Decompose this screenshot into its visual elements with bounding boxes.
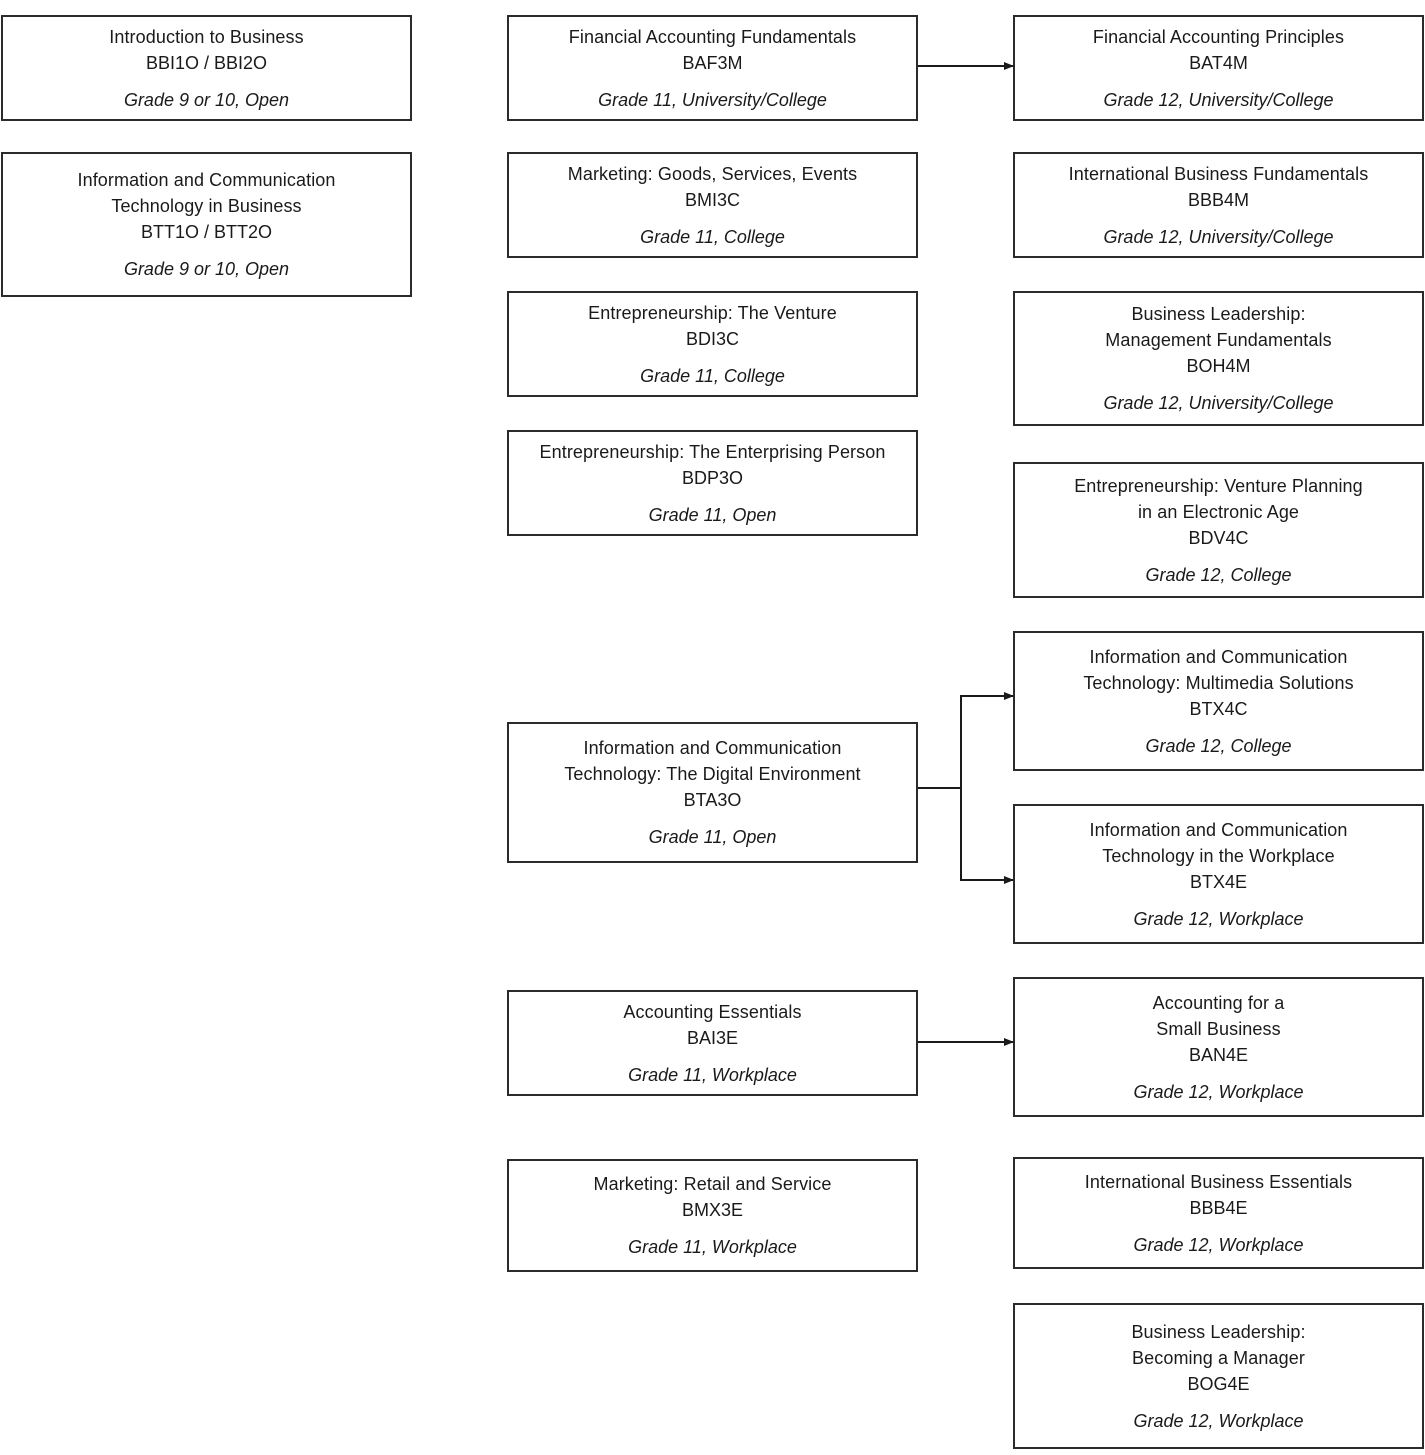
course-code: BAN4E <box>1188 1044 1249 1065</box>
course-title: Financial Accounting Principles <box>1093 24 1344 50</box>
course-code: BMI3C <box>684 189 740 210</box>
course-title: Information and Communication Technology… <box>564 735 860 787</box>
course-title-line: Introduction to Business <box>109 26 304 47</box>
course-title: Business Leadership: Becoming a Manager <box>1131 1319 1305 1371</box>
course-title-line: Business Leadership: <box>1131 304 1306 324</box>
course-grade: Grade 12, Workplace <box>1133 908 1304 929</box>
course-title-line: Entrepreneurship: The Venture <box>588 302 837 323</box>
course-title: Marketing: Retail and Service <box>593 1171 831 1197</box>
course-title-line: Information and Communication <box>1089 646 1348 667</box>
course-box-bbb4e: International Business Essentials BBB4E … <box>1013 1157 1424 1269</box>
course-title-line: Information and Communication <box>583 738 842 758</box>
course-code: BAT4M <box>1189 52 1248 73</box>
course-box-bdp3o: Entrepreneurship: The Enterprising Perso… <box>507 430 918 536</box>
course-code: BDI3C <box>685 328 739 349</box>
course-grade: Grade 12, College <box>1145 735 1292 756</box>
course-code: BBB4M <box>1187 189 1250 210</box>
course-title: Information and Communication Technology… <box>1089 817 1347 869</box>
course-title-line: Technology: Multimedia Solutions <box>1083 672 1354 693</box>
course-title-line: International Business Fundamentals <box>1068 163 1369 184</box>
course-title-line: Information and Communication <box>77 170 336 190</box>
course-title: Introduction to Business <box>109 24 304 50</box>
course-title: Accounting Essentials <box>623 999 801 1025</box>
course-box-bat4m: Financial Accounting Principles BAT4M Gr… <box>1013 15 1424 121</box>
course-code: BAF3M <box>682 52 743 73</box>
course-title: International Business Essentials <box>1085 1169 1352 1195</box>
course-code: BDP3O <box>681 467 744 488</box>
course-grade: Grade 11, Workplace <box>628 1237 797 1257</box>
course-grade: Grade 11, Workplace <box>628 1064 797 1085</box>
course-box-btx4e: Information and Communication Technology… <box>1013 804 1424 944</box>
course-code: BTX4E <box>1189 871 1248 892</box>
course-grade: Grade 9 or 10, Open <box>123 259 290 279</box>
course-title: Marketing: Goods, Services, Events <box>568 161 858 187</box>
course-title: International Business Fundamentals <box>1069 161 1369 187</box>
course-title-line: Information and Communication <box>1089 819 1348 840</box>
course-code: BMX3E <box>681 1200 744 1220</box>
course-title-line: Business Leadership: <box>1131 1321 1306 1342</box>
course-grade: Grade 12, University/College <box>1103 89 1334 110</box>
course-code: BTA3O <box>683 790 742 810</box>
course-title-line: Entrepreneurship: Venture Planning <box>1074 475 1363 496</box>
course-grade: Grade 11, Open <box>648 827 777 847</box>
course-grade: Grade 11, College <box>640 365 785 386</box>
course-code: BBB4E <box>1189 1197 1248 1218</box>
course-title-line: International Business Essentials <box>1084 1171 1353 1192</box>
course-box-btt: Information and Communication Technology… <box>1 152 412 297</box>
course-grade: Grade 12, Workplace <box>1133 1234 1304 1255</box>
course-title-line: Technology: The Digital Environment <box>564 764 861 784</box>
course-grade: Grade 12, College <box>1145 564 1292 585</box>
course-title-line: Small Business <box>1156 1018 1281 1039</box>
course-box-btx4c: Information and Communication Technology… <box>1013 631 1424 771</box>
course-code: BOH4M <box>1186 356 1251 376</box>
course-title: Accounting for a Small Business <box>1153 990 1285 1042</box>
course-code: BOG4E <box>1187 1373 1250 1394</box>
course-grade: Grade 12, University/College <box>1103 226 1334 247</box>
course-title: Entrepreneurship: The Enterprising Perso… <box>540 439 886 465</box>
course-box-baf3m: Financial Accounting Fundamentals BAF3M … <box>507 15 918 121</box>
course-box-bmi3c: Marketing: Goods, Services, Events BMI3C… <box>507 152 918 258</box>
course-grade: Grade 12, University/College <box>1103 393 1334 413</box>
course-grade: Grade 11, Open <box>648 504 777 525</box>
course-title-line: Marketing: Goods, Services, Events <box>567 163 858 184</box>
course-code: BTX4C <box>1189 698 1248 719</box>
course-box-ban4e: Accounting for a Small Business BAN4E Gr… <box>1013 977 1424 1117</box>
course-title-line: Accounting for a <box>1152 992 1285 1013</box>
course-box-bbb4m: International Business Fundamentals BBB4… <box>1013 152 1424 258</box>
course-title: Entrepreneurship: The Venture <box>588 300 837 326</box>
course-code: BDV4C <box>1188 527 1249 548</box>
course-box-boh4m: Business Leadership: Management Fundamen… <box>1013 291 1424 426</box>
course-title-line: Financial Accounting Principles <box>1092 26 1345 47</box>
course-box-bdv4c: Entrepreneurship: Venture Planning in an… <box>1013 462 1424 598</box>
course-grade: Grade 11, University/College <box>598 89 827 110</box>
course-title: Information and Communication Technology… <box>77 167 335 219</box>
course-box-bdi3c: Entrepreneurship: The Venture BDI3C Grad… <box>507 291 918 397</box>
course-title: Entrepreneurship: Venture Planning in an… <box>1074 473 1363 525</box>
course-title: Information and Communication Technology… <box>1083 644 1353 696</box>
course-title-line: Entrepreneurship: The Enterprising Perso… <box>539 441 886 462</box>
course-box-bbi: Introduction to Business BBI1O / BBI2O G… <box>1 15 412 121</box>
course-title-line: Management Fundamentals <box>1105 330 1332 350</box>
course-title-line: Technology in Business <box>111 196 302 216</box>
course-title-line: Financial Accounting Fundamentals <box>568 26 857 47</box>
course-code: BAI3E <box>686 1027 739 1048</box>
course-code: BBI1O / BBI2O <box>145 52 268 73</box>
course-box-bog4e: Business Leadership: Becoming a Manager … <box>1013 1303 1424 1449</box>
course-title: Financial Accounting Fundamentals <box>569 24 856 50</box>
course-title: Business Leadership: Management Fundamen… <box>1105 301 1331 353</box>
course-box-bta3o: Information and Communication Technology… <box>507 722 918 863</box>
course-title-line: in an Electronic Age <box>1137 501 1300 522</box>
course-grade: Grade 9 or 10, Open <box>123 89 290 110</box>
course-code: BTT1O / BTT2O <box>140 222 273 242</box>
course-box-bmx3e: Marketing: Retail and Service BMX3E Grad… <box>507 1159 918 1272</box>
course-title-line: Becoming a Manager <box>1132 1347 1305 1368</box>
course-title-line: Accounting Essentials <box>623 1001 802 1022</box>
course-title-line: Technology in the Workplace <box>1102 845 1335 866</box>
course-title-line: Marketing: Retail and Service <box>593 1174 832 1194</box>
course-box-bai3e: Accounting Essentials BAI3E Grade 11, Wo… <box>507 990 918 1096</box>
course-grade: Grade 12, Workplace <box>1133 1410 1304 1431</box>
course-grade: Grade 11, College <box>640 226 785 247</box>
course-grade: Grade 12, Workplace <box>1133 1081 1304 1102</box>
